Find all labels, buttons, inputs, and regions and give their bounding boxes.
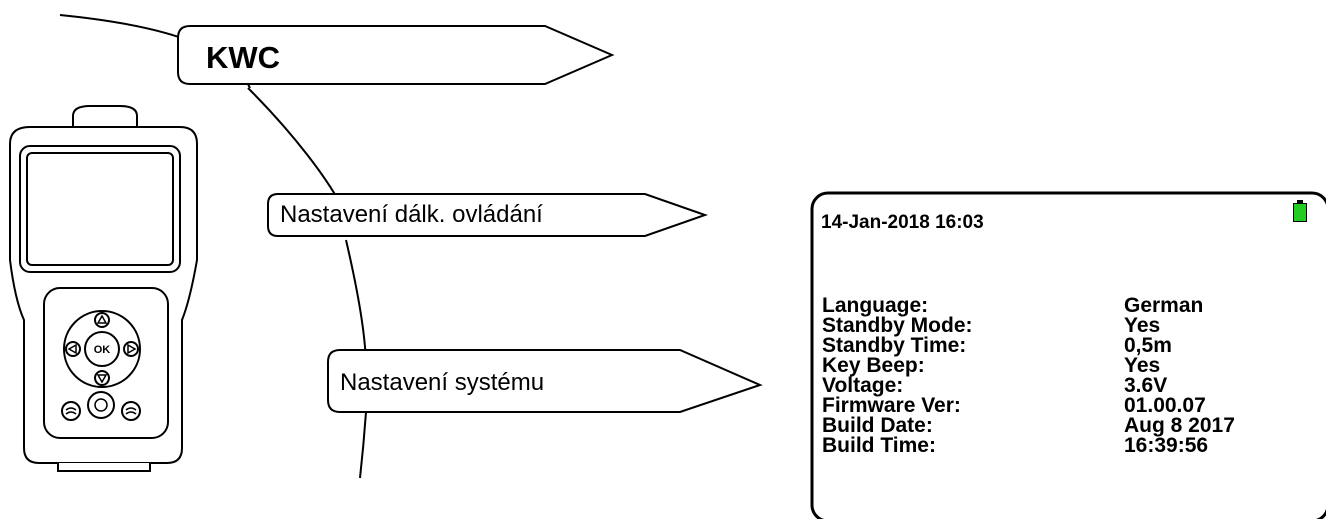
setting-key: Language: — [822, 294, 929, 317]
battery-icon — [1293, 200, 1307, 222]
setting-key: Voltage: — [822, 374, 904, 397]
setting-value: Yes — [1124, 314, 1161, 337]
battery-level — [1293, 203, 1307, 222]
power-button[interactable] — [87, 391, 115, 419]
menu-item-system-settings-label: Nastavení systému — [340, 369, 545, 396]
ok-button-label: OK — [94, 344, 111, 356]
right-function-button[interactable] — [121, 401, 141, 421]
setting-key: Key Beep: — [822, 354, 925, 377]
setting-key: Standby Mode: — [822, 314, 973, 337]
device-bottom-cap — [57, 463, 151, 472]
setting-value: Yes — [1124, 354, 1161, 377]
setting-value: 3.6V — [1124, 374, 1168, 397]
device-top-clip — [72, 105, 138, 127]
setting-key: Build Time: — [822, 434, 936, 457]
settings-row: Build Time: 16:39:56 — [822, 434, 1235, 457]
settings-screen: 14-Jan-2018 16:03 Language: German Standb… — [810, 195, 1322, 515]
setting-value: German — [1124, 294, 1204, 317]
menu-tag-system-settings[interactable] — [327, 349, 763, 413]
settings-screen-frame — [810, 191, 1326, 519]
setting-key: Firmware Ver: — [822, 394, 961, 417]
setting-value: Aug 8 2017 — [1124, 414, 1235, 437]
arrow-right-icon — [127, 343, 137, 355]
arrow-up-icon — [96, 314, 108, 324]
settings-row: Build Date: Aug 8 2017 — [822, 414, 1235, 437]
settings-row: Standby Mode: Yes — [822, 314, 1235, 337]
settings-row: Language: German — [822, 294, 1235, 317]
settings-row: Key Beep: Yes — [822, 354, 1235, 377]
settings-row: Firmware Ver: 01.00.07 — [822, 394, 1235, 417]
power-icon — [94, 398, 108, 412]
settings-row: Voltage: 3.6V — [822, 374, 1235, 397]
menu-item-remote-settings-label: Nastavení dálk. ovládání — [280, 201, 543, 228]
screen-datetime: 14-Jan-2018 16:03 — [821, 212, 984, 233]
settings-row: Standby Time: 0,5m — [822, 334, 1235, 357]
setting-value: 16:39:56 — [1124, 434, 1209, 457]
arrow-left-icon — [67, 343, 77, 355]
settings-table: Language: German Standby Mode: Yes Standby… — [822, 294, 1235, 457]
menu-tag-remote-settings[interactable] — [267, 193, 709, 237]
device-key-glyphs — [65, 314, 137, 415]
menu-tag-kwc[interactable] — [177, 25, 615, 85]
setting-value: 0,5m — [1124, 334, 1172, 357]
battery-terminal — [1297, 200, 1303, 203]
wave-right-icon — [125, 407, 137, 415]
setting-value: 01.00.07 — [1124, 394, 1206, 417]
device-screen — [26, 152, 174, 266]
remote-control-device — [9, 105, 198, 472]
setting-key: Standby Time: — [822, 334, 967, 357]
ok-button[interactable] — [84, 331, 120, 367]
wave-left-icon — [65, 407, 77, 415]
arrow-down-icon — [96, 374, 108, 384]
setting-key: Build Date: — [822, 414, 933, 437]
left-function-button[interactable] — [61, 401, 81, 421]
menu-root-label: KWC — [206, 40, 281, 75]
